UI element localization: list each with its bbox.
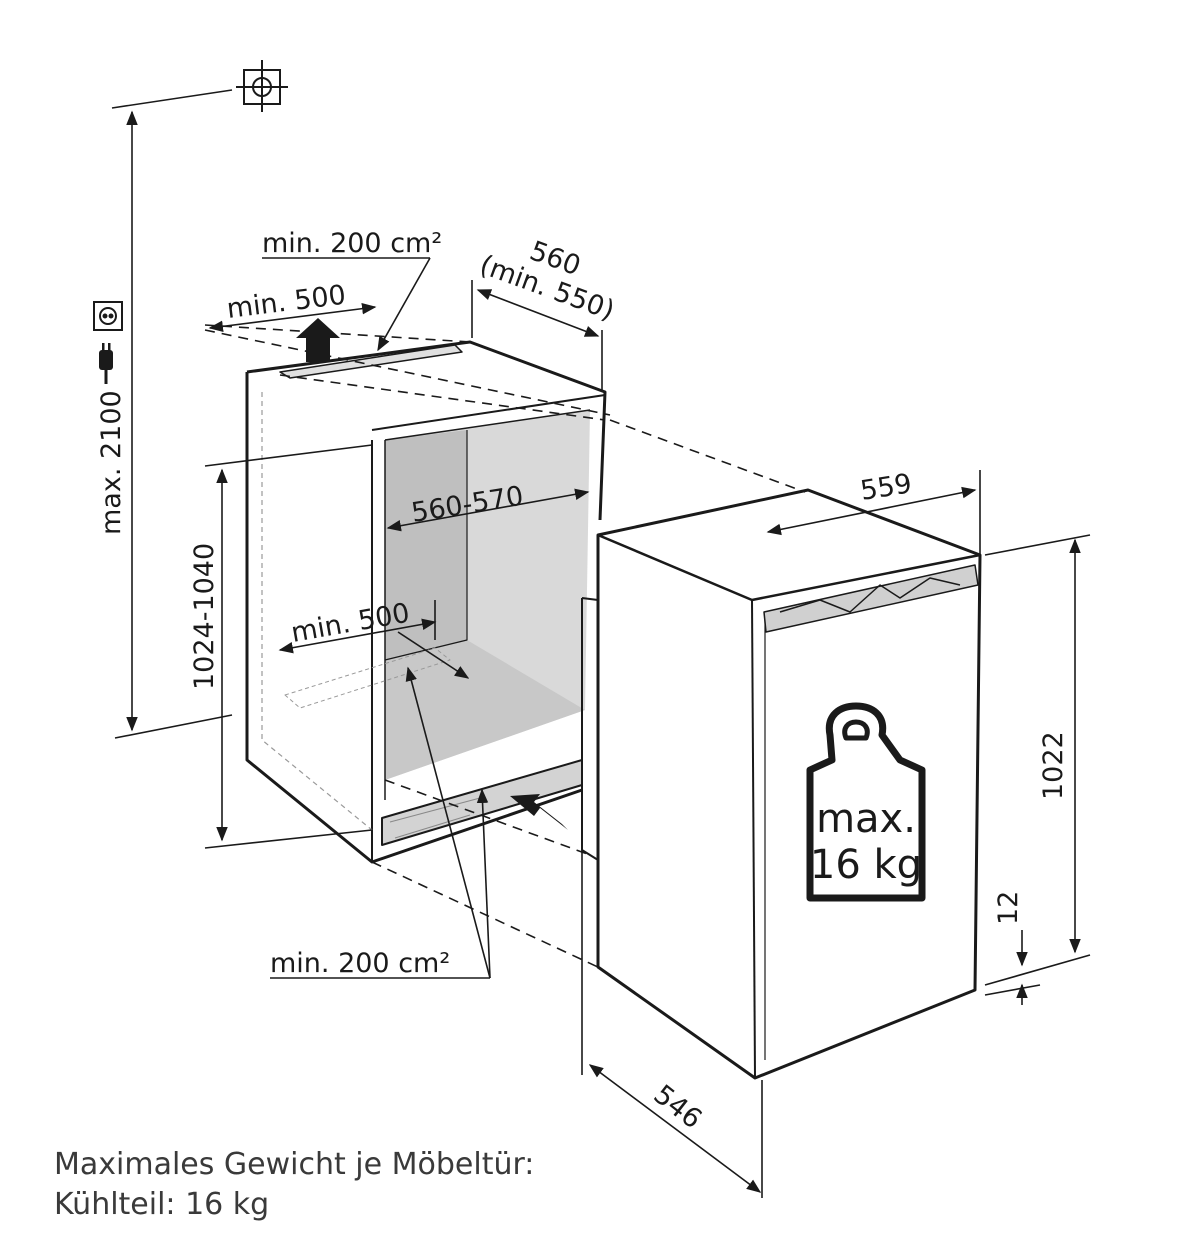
dimension-lines — [111, 89, 1091, 1198]
weight-line2: 16 kg — [810, 842, 922, 888]
caption-line2: Kühlteil: 16 kg — [54, 1187, 270, 1222]
caption-line1: Maximales Gewicht je Möbeltür: — [54, 1147, 535, 1182]
label-min-200cm2-bottom: min. 200 cm² — [270, 948, 450, 979]
label-gap-12: 12 — [993, 891, 1024, 925]
weight-line1: max. — [816, 796, 916, 842]
label-niche-height: 1024-1040 — [189, 543, 220, 690]
label-max-2100: max. 2100 — [96, 390, 127, 535]
power-socket-icon — [93, 301, 123, 331]
crosshair-icon — [236, 60, 288, 112]
niche-cabinet — [245, 340, 607, 864]
weight-caption: Maximales Gewicht je Möbeltür: Kühlteil:… — [54, 1145, 534, 1225]
label-min-200cm2-top: min. 200 cm² — [262, 228, 442, 259]
appliance-body — [581, 488, 982, 1080]
label-appliance-height: 1022 — [1038, 731, 1069, 800]
label-appliance-width: 559 — [858, 468, 914, 507]
label-appliance-depth: 546 — [648, 1079, 708, 1135]
weight-icon: max. 16 kg — [806, 702, 926, 902]
projection-lines — [204, 324, 806, 969]
airflow-arrow-icon — [296, 318, 568, 830]
plug-icon — [99, 343, 113, 384]
